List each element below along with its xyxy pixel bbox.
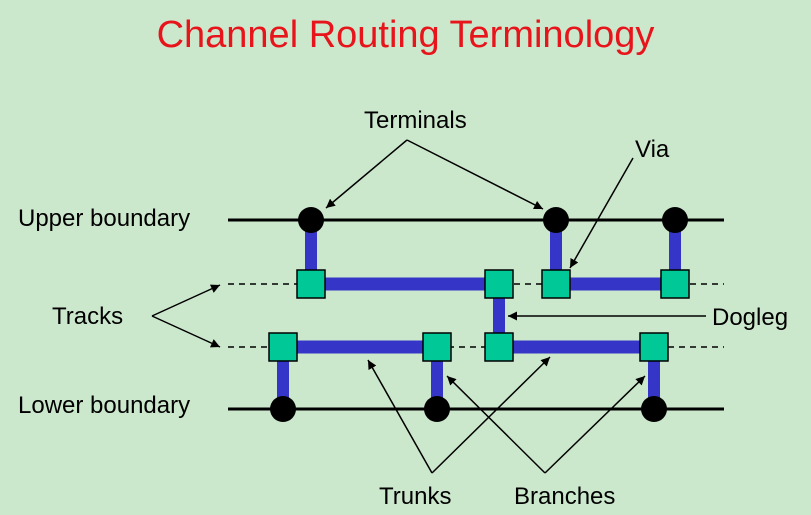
tracks-arrow-2 xyxy=(151,315,221,348)
terminals-arrow-1 xyxy=(325,139,408,209)
via-2 xyxy=(484,269,514,299)
terminal-upper-3 xyxy=(662,207,688,233)
branches-arrow-2 xyxy=(544,375,646,474)
terminal-lower-1 xyxy=(270,396,296,422)
via-5 xyxy=(268,332,298,362)
slide-title: Channel Routing Terminology xyxy=(156,14,655,56)
terminal-lower-2 xyxy=(424,396,450,422)
via-1 xyxy=(296,269,326,299)
upper-boundary-label: Upper boundary xyxy=(18,205,191,232)
via-7 xyxy=(484,332,514,362)
tracks-label: Tracks xyxy=(52,303,124,330)
trunks-arrow-2 xyxy=(431,356,551,474)
via-3 xyxy=(541,269,571,299)
branches-arrow-1 xyxy=(446,375,546,474)
lower-boundary-label: Lower boundary xyxy=(18,392,191,419)
terminal-upper-2 xyxy=(543,207,569,233)
terminals-label: Terminals xyxy=(364,107,467,134)
terminals-arrow-2 xyxy=(406,139,544,210)
trunks-arrow-1 xyxy=(367,359,433,474)
terminal-lower-3 xyxy=(641,396,667,422)
trunks-label: Trunks xyxy=(379,483,452,510)
branches-label: Branches xyxy=(514,483,616,510)
via-arrow xyxy=(569,157,634,269)
terminal-upper-1 xyxy=(298,207,324,233)
via-label: Via xyxy=(635,136,670,163)
via-8 xyxy=(639,332,669,362)
tracks-arrow-1 xyxy=(151,284,221,317)
via-6 xyxy=(422,332,452,362)
via-4 xyxy=(660,269,690,299)
dogleg-label: Dogleg xyxy=(712,304,789,331)
